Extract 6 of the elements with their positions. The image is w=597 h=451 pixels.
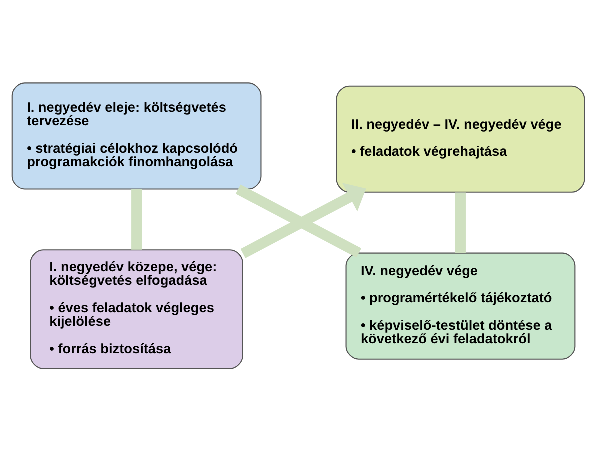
- node-box: I. negyedév eleje: költségvetés tervezése • stratégiai célokhoz kapcsolódó programakciók finomhangolása: [12, 82, 262, 190]
- node-box: II. negyedév – IV. negyedév vége • feladatok végrehajtása: [336, 85, 586, 192]
- node-box: I. negyedév közepe, vége: költségvetés elfogadása • éves feladatok végleges kijelölése • forrás biztosítása: [30, 249, 244, 369]
- connector: [132, 189, 142, 250]
- node-box: IV. negyedév vége • programértékelő tájékoztató • képviselő-testület döntése a következő évi feladatokról: [346, 252, 576, 360]
- connector: [455, 192, 466, 253]
